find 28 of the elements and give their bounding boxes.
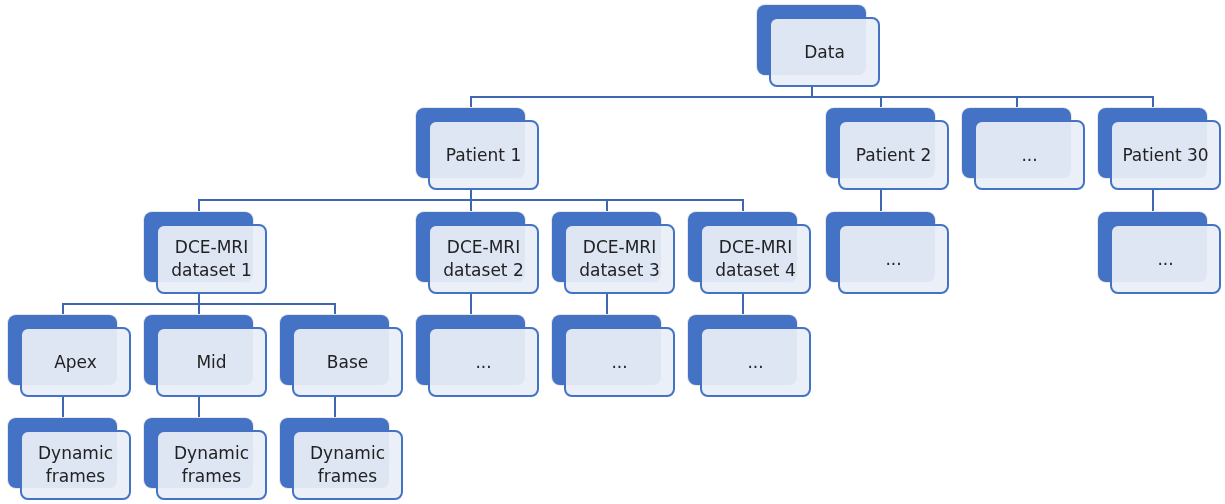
connector-line	[606, 291, 608, 316]
node-label: Patient 1	[444, 143, 523, 167]
connector-line	[470, 291, 472, 316]
connector-line	[880, 187, 882, 213]
node-label: Mid	[195, 350, 228, 374]
connector-line	[742, 291, 744, 316]
node-label: DCE-MRI dataset 1	[170, 236, 253, 282]
node-label: Apex	[53, 350, 98, 374]
node-label: Dynamic frames	[309, 442, 386, 488]
node-label: Patient 30	[1121, 143, 1210, 167]
node-label: ...	[884, 247, 903, 271]
node-label: ...	[610, 350, 629, 374]
node-label: Base	[325, 350, 370, 374]
node-label: Dynamic frames	[173, 442, 250, 488]
node-label: ...	[1156, 247, 1175, 271]
node-label: Patient 2	[854, 143, 933, 167]
node-label: DCE-MRI dataset 3	[578, 236, 661, 282]
connector-line	[334, 394, 336, 419]
node-label: DCE-MRI dataset 4	[714, 236, 797, 282]
connector-line	[1152, 187, 1154, 213]
node-label: Dynamic frames	[37, 442, 114, 488]
connector-line	[198, 394, 200, 419]
connector-line	[62, 394, 64, 419]
node-label: ...	[1020, 143, 1039, 167]
node-label: DCE-MRI dataset 2	[442, 236, 525, 282]
node-label: ...	[474, 350, 493, 374]
node-label: ...	[746, 350, 765, 374]
node-label: Data	[803, 40, 846, 64]
